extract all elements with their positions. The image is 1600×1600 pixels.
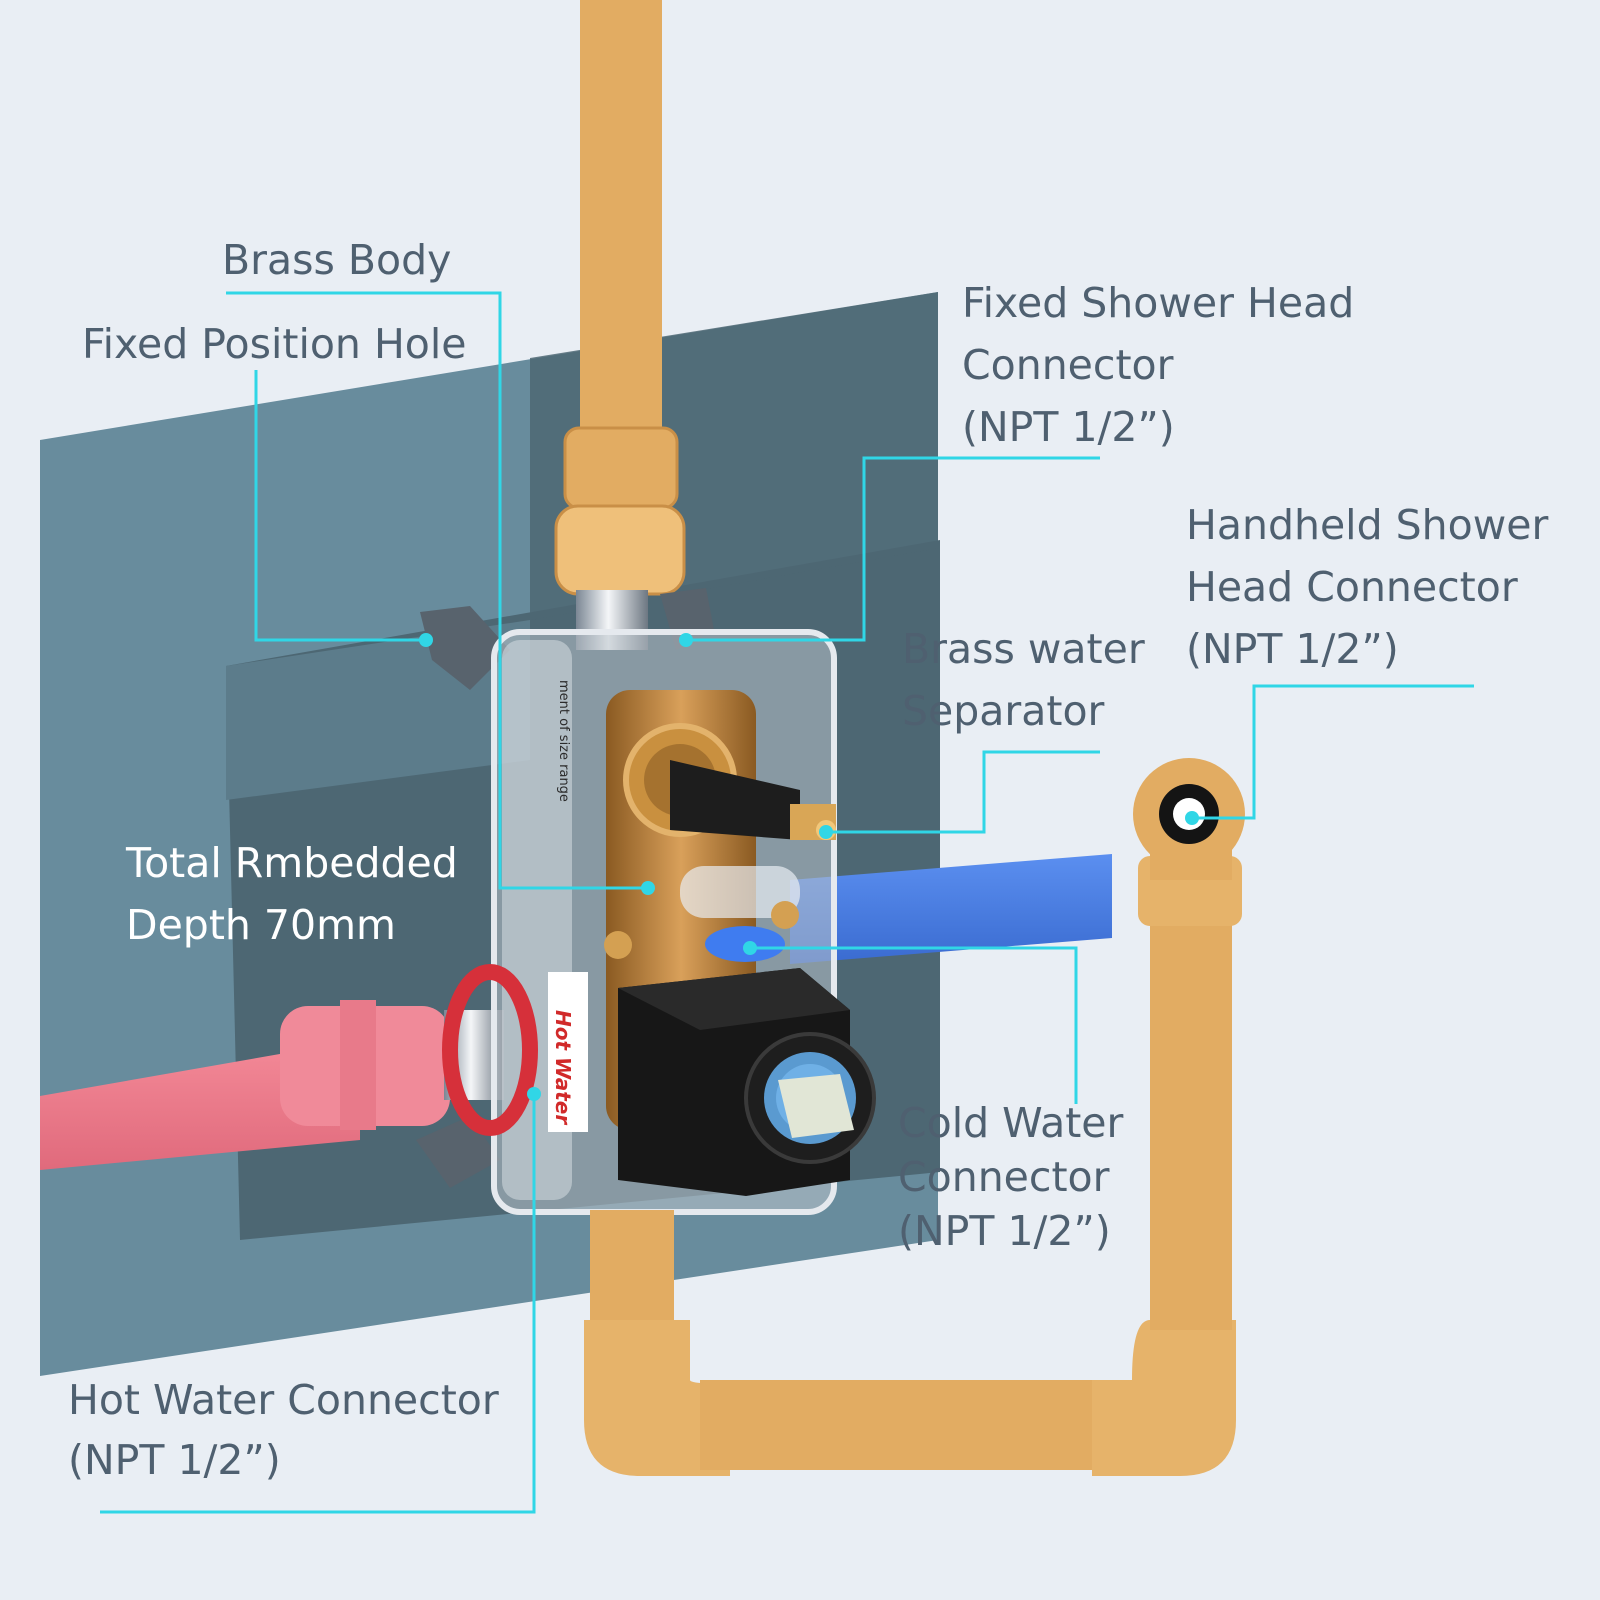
label-fixed-position-hole: Fixed Position Hole (82, 320, 467, 368)
size-range-text: ment of size range (556, 680, 571, 802)
leader-dots (419, 633, 1199, 1101)
hot-water-tag-text: Hot Water (551, 1010, 575, 1125)
cold-water-pipe (790, 854, 1112, 964)
label-embedded-depth: Total Rmbedded Depth 70mm (126, 839, 458, 949)
label-hot-water: Hot Water Connector (NPT 1/2”) (68, 1376, 499, 1484)
leader-lines (100, 291, 1474, 1514)
hot-connector-ring (442, 964, 538, 1136)
label-handheld-shower: Handheld Shower Head Connector (NPT 1/2”… (1186, 501, 1549, 673)
label-brass-separator: Brass water Separator (902, 625, 1145, 735)
label-fixed-shower-head: Fixed Shower Head Connector (NPT 1/2”) (962, 279, 1355, 451)
top-pipe (580, 0, 662, 450)
bottom-u-pipe (584, 820, 1242, 1476)
label-cold-water: Cold Water Connector (NPT 1/2”) (898, 1099, 1124, 1255)
label-brass-body: Brass Body (222, 236, 452, 284)
diverter-handle (618, 968, 876, 1196)
